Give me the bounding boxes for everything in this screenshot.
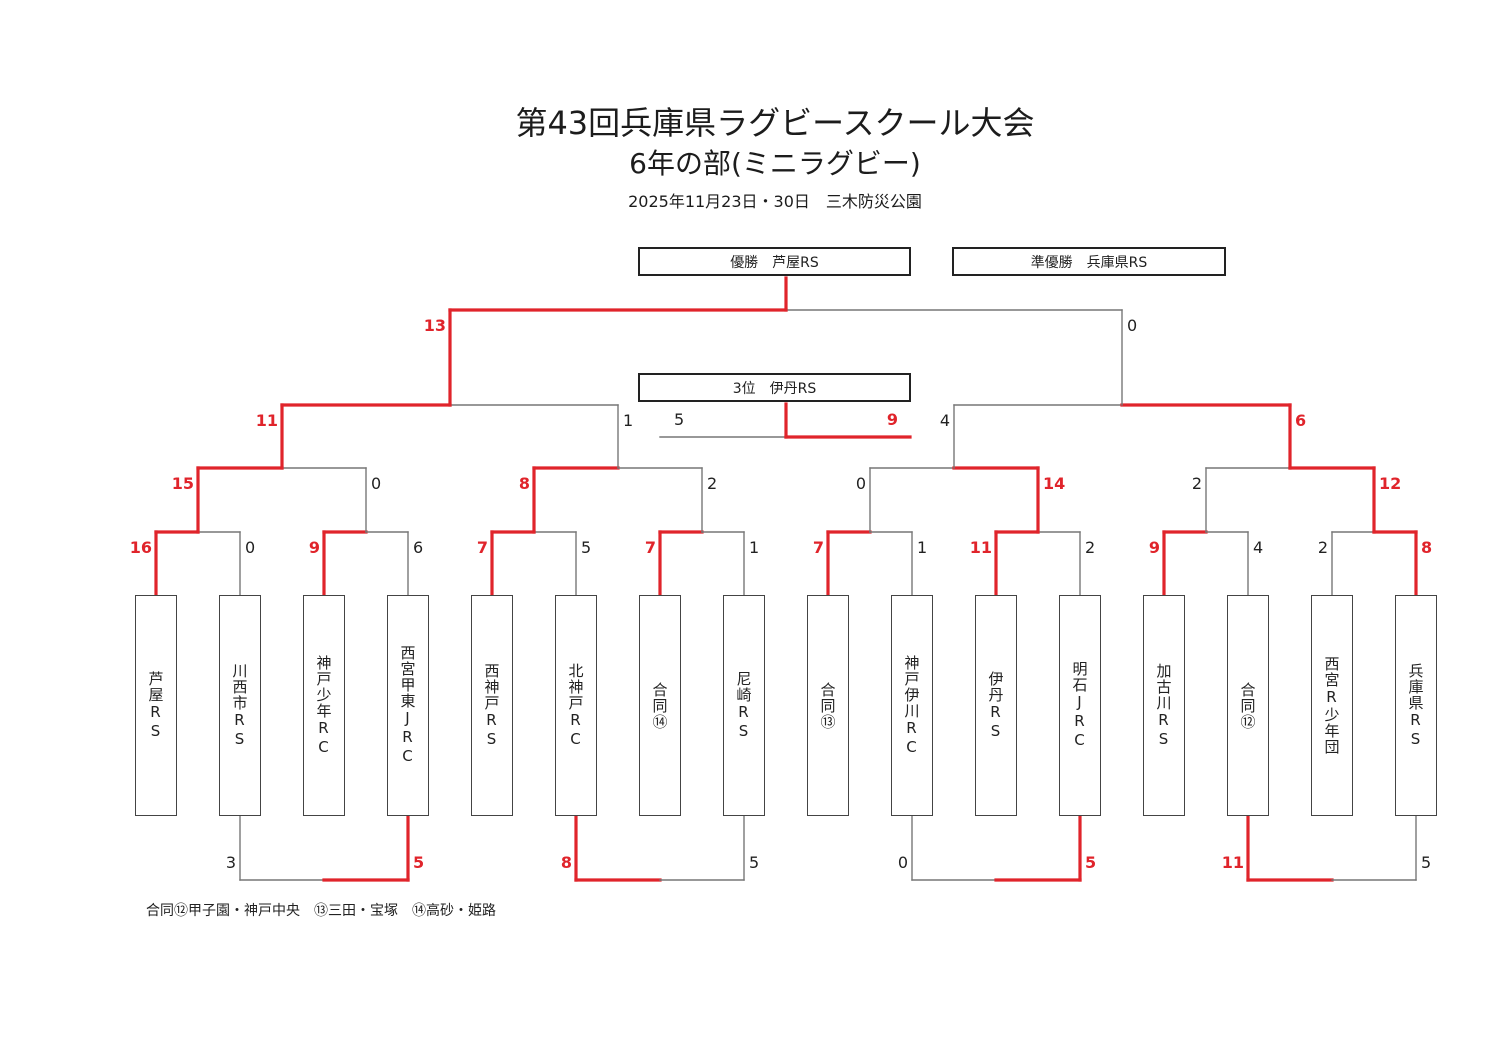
score-label: 4	[939, 411, 950, 430]
score-label: 1	[623, 411, 634, 430]
score-label: 2	[1317, 538, 1328, 557]
consolation-score: 3	[225, 853, 236, 872]
team-name: 兵庫県RS	[1406, 662, 1425, 749]
score-label: 15	[171, 474, 194, 493]
score-label: 11	[969, 538, 992, 557]
team-name: 神戸少年RC	[314, 654, 333, 757]
score-label: 7	[644, 538, 656, 557]
score-label: 8	[518, 474, 530, 493]
joint-team-footnote: 合同⑫甲子園・神戸中央 ⑬三田・宝塚 ⑭高砂・姫路	[146, 903, 496, 919]
champion-box: 優勝 芦屋RS	[638, 247, 911, 276]
team-name: 合同⑭	[650, 681, 669, 730]
team-box: 合同⑬	[807, 595, 849, 816]
score-label: 5	[581, 538, 592, 557]
team-box: 合同⑭	[639, 595, 681, 816]
tournament-title: 第43回兵庫県ラグビースクール大会	[515, 104, 1035, 142]
team-box: 西宮甲東JRC	[387, 595, 429, 816]
consolation-score: 5	[1085, 853, 1097, 872]
score-label: 9	[1148, 538, 1160, 557]
score-label: 2	[1191, 474, 1202, 493]
third-place-box: 3位 伊丹RS	[638, 373, 911, 402]
team-name: 川西市RS	[230, 662, 249, 749]
team-box: 明石JRC	[1059, 595, 1101, 816]
score-label: 8	[1421, 538, 1433, 557]
team-name: 芦屋RS	[146, 670, 165, 741]
score-label: 9	[308, 538, 320, 557]
team-box: 伊丹RS	[975, 595, 1017, 816]
score-label: 4	[1253, 538, 1264, 557]
score-label: 0	[371, 474, 382, 493]
team-box: 西神戸RS	[471, 595, 513, 816]
team-box: 神戸少年RC	[303, 595, 345, 816]
score-label: 6	[1295, 411, 1307, 430]
score-label: 1	[917, 538, 928, 557]
score-label: 11	[255, 411, 278, 430]
team-name: 合同⑫	[1238, 681, 1257, 730]
consolation-score: 8	[560, 853, 572, 872]
score-label: 12	[1379, 474, 1402, 493]
consolation-score: 11	[1221, 853, 1244, 872]
score-label: 16	[129, 538, 152, 557]
third-place-score: 5	[674, 410, 685, 429]
team-box: 加古川RS	[1143, 595, 1185, 816]
team-box: 尼崎RS	[723, 595, 765, 816]
score-label: 0	[1127, 316, 1138, 335]
team-name: 西神戸RS	[482, 662, 501, 749]
score-label: 2	[707, 474, 718, 493]
team-name: 尼崎RS	[734, 670, 753, 741]
team-box: 北神戸RC	[555, 595, 597, 816]
consolation-score: 5	[749, 853, 760, 872]
score-label: 13	[423, 316, 446, 335]
score-label: 7	[812, 538, 824, 557]
score-label: 2	[1085, 538, 1096, 557]
score-label: 0	[855, 474, 866, 493]
team-box: 兵庫県RS	[1395, 595, 1437, 816]
team-box: 芦屋RS	[135, 595, 177, 816]
score-label: 7	[476, 538, 488, 557]
team-box: 西宮R少年団	[1311, 595, 1353, 816]
team-name: 合同⑬	[818, 681, 837, 730]
division-subtitle: 6年の部(ミニラグビー)	[629, 147, 921, 180]
runner-up-box: 準優勝 兵庫県RS	[952, 247, 1226, 276]
consolation-score: 5	[1421, 853, 1432, 872]
team-name: 西宮甲東JRC	[398, 645, 417, 766]
third-place-score: 9	[886, 410, 898, 429]
score-label: 6	[413, 538, 424, 557]
team-box: 合同⑫	[1227, 595, 1269, 816]
team-name: 伊丹RS	[986, 670, 1005, 741]
team-name: 明石JRC	[1070, 661, 1089, 750]
team-name: 北神戸RC	[566, 662, 585, 749]
score-label: 1	[749, 538, 760, 557]
date-venue: 2025年11月23日・30日 三木防災公園	[628, 192, 922, 211]
consolation-score: 5	[413, 853, 425, 872]
score-label: 0	[245, 538, 256, 557]
team-name: 加古川RS	[1154, 662, 1173, 749]
team-name: 西宮R少年団	[1322, 656, 1341, 755]
team-box: 神戸伊川RC	[891, 595, 933, 816]
team-name: 神戸伊川RC	[902, 654, 921, 757]
team-box: 川西市RS	[219, 595, 261, 816]
consolation-score: 0	[897, 853, 908, 872]
score-label: 14	[1043, 474, 1066, 493]
